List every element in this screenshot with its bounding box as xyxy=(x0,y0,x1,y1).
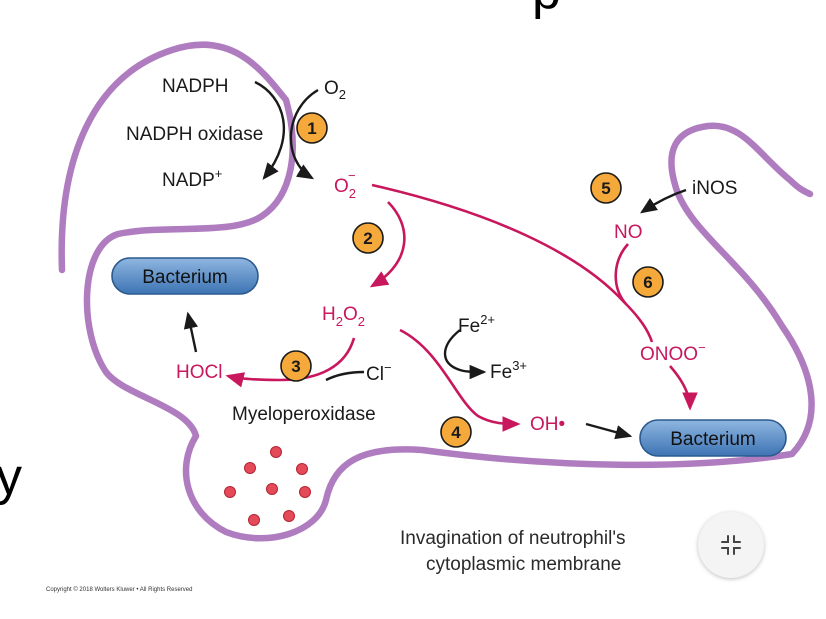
svg-text:6: 6 xyxy=(643,273,652,292)
label-nadph: NADPH xyxy=(162,76,229,97)
arrow-oh-to-bacterium xyxy=(585,422,633,440)
caption-line-1: Invagination of neutrophil's xyxy=(400,528,625,549)
label-cl: Cl− xyxy=(366,360,392,385)
svg-text:4: 4 xyxy=(451,423,461,442)
slide-edge-text-top: p xyxy=(532,0,561,20)
label-oh: OH• xyxy=(530,414,565,435)
bacterium-top: Bacterium xyxy=(111,257,259,295)
label-h2o2: H2O2 xyxy=(322,304,365,329)
arrow-no-to-onoo xyxy=(614,243,629,305)
step-badge-2: 2 xyxy=(352,222,384,254)
arrow-superoxide-to-h2o2 xyxy=(369,201,406,288)
granule xyxy=(248,514,260,526)
label-superoxide: O2− xyxy=(334,168,356,201)
caption-line-2: cytoplasmic membrane xyxy=(426,554,621,575)
label-o2: O2 xyxy=(324,78,346,102)
svg-text:5: 5 xyxy=(601,179,610,198)
arrow-nadph-to-nadp xyxy=(254,80,286,180)
step-badge-4: 4 xyxy=(440,416,472,448)
granules xyxy=(224,446,311,526)
bacterium-bottom-label: Bacterium xyxy=(670,429,756,450)
svg-text:3: 3 xyxy=(291,357,300,376)
label-hocl: HOCl xyxy=(176,362,222,383)
collapse-arrows-icon xyxy=(721,535,741,555)
granule xyxy=(224,486,236,498)
granule xyxy=(296,463,308,475)
label-nadph-oxidase: NADPH oxidase xyxy=(126,124,263,145)
bacterium-bottom: Bacterium xyxy=(639,419,787,457)
step-badge-5: 5 xyxy=(590,172,622,204)
arrow-cl-join xyxy=(325,370,365,382)
label-fe2: Fe2+ xyxy=(458,312,495,337)
step-badge-6: 6 xyxy=(632,266,664,298)
arrow-h2o2-to-hocl xyxy=(225,337,356,388)
granule xyxy=(270,446,282,458)
label-fe3: Fe3+ xyxy=(490,358,527,383)
copyright-notice: Copyright © 2018 Wolters Kluwer • All Ri… xyxy=(46,586,192,593)
svg-text:1: 1 xyxy=(307,119,316,138)
collapse-button[interactable] xyxy=(698,512,764,578)
label-nadp: NADP+ xyxy=(162,166,222,191)
arrow-o2-to-superoxide xyxy=(289,88,319,180)
arrow-inos-to-no xyxy=(640,188,687,214)
bacterium-top-label: Bacterium xyxy=(142,267,228,288)
step-badge-1: 1 xyxy=(296,112,328,144)
arrow-onoo-to-bacterium xyxy=(669,365,698,411)
step-badge-3: 3 xyxy=(280,350,312,382)
granule xyxy=(299,486,311,498)
granule xyxy=(283,510,295,522)
arrow-fe2-to-fe3 xyxy=(443,329,487,380)
label-onoo: ONOO− xyxy=(640,340,706,365)
arrow-hocl-to-bacterium xyxy=(183,311,199,353)
arrow-h2o2-to-oh xyxy=(399,328,521,432)
granule xyxy=(266,483,278,495)
slide-edge-text-left: y xyxy=(0,448,22,506)
label-myeloperoxidase: Myeloperoxidase xyxy=(232,404,376,425)
svg-text:2: 2 xyxy=(363,229,372,248)
granule xyxy=(244,462,256,474)
arrow-superoxide-to-onoo xyxy=(371,183,654,343)
label-no: NO xyxy=(614,222,643,243)
label-inos: iNOS xyxy=(692,178,737,199)
